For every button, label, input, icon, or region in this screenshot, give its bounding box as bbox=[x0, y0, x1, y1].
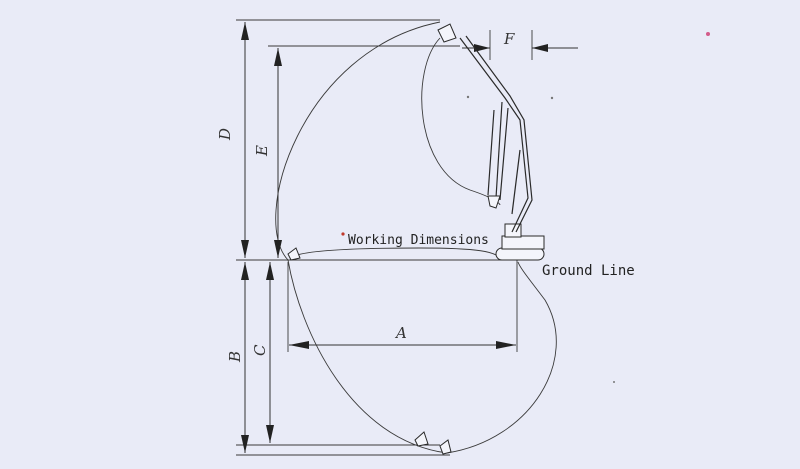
dimension-e: E bbox=[253, 48, 282, 258]
excavator-tracks bbox=[495, 247, 545, 261]
bucket-bottom-2 bbox=[439, 439, 452, 455]
bucket-positions bbox=[287, 247, 452, 455]
boom-arc bbox=[289, 247, 501, 259]
bucket-folded bbox=[487, 195, 501, 209]
dimension-d: D bbox=[216, 22, 249, 258]
working-dimensions-label: Working Dimensions bbox=[348, 233, 489, 248]
bucket-bottom-1 bbox=[414, 431, 429, 447]
boom-cylinder bbox=[511, 149, 521, 215]
dim-label-f: F bbox=[503, 30, 515, 48]
excavator-boom bbox=[459, 35, 533, 233]
speck bbox=[341, 232, 345, 236]
paper-specks bbox=[341, 32, 710, 383]
excavator bbox=[437, 23, 545, 261]
inner-reach-curve bbox=[421, 37, 501, 206]
dimension-b: B bbox=[226, 262, 249, 453]
bucket-top bbox=[437, 23, 457, 43]
excavator-stick bbox=[487, 101, 509, 201]
speck bbox=[550, 96, 554, 100]
dim-label-b: B bbox=[226, 351, 244, 363]
dimension-f: F bbox=[462, 30, 578, 52]
speck bbox=[706, 32, 710, 36]
dimension-c: C bbox=[251, 262, 274, 443]
outer-reach-curve bbox=[275, 21, 557, 454]
dimension-a: A bbox=[289, 324, 516, 349]
dim-label-a: A bbox=[394, 324, 407, 342]
speck bbox=[466, 95, 470, 99]
bucket-left bbox=[287, 247, 301, 261]
excavator-body bbox=[501, 235, 545, 250]
extension-lines bbox=[236, 19, 533, 456]
speck bbox=[613, 381, 615, 383]
dim-label-e: E bbox=[253, 145, 271, 157]
ground-line-label: Ground Line bbox=[542, 263, 635, 279]
dim-label-c: C bbox=[251, 344, 269, 356]
dim-label-d: D bbox=[216, 128, 234, 141]
